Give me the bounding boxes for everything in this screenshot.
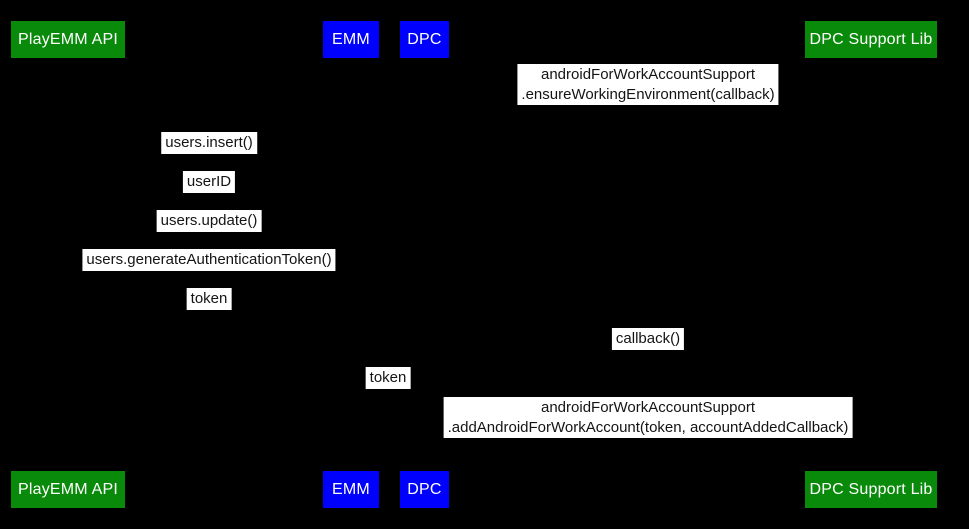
message-users-generate-authentication-token: users.generateAuthenticationToken() xyxy=(82,249,336,271)
actor-dpc-bottom: DPC xyxy=(400,471,449,508)
message-token-return: token xyxy=(186,288,232,310)
actor-playemm-api-bottom: PlayEMM API xyxy=(11,471,125,508)
message-callback: callback() xyxy=(611,328,685,350)
message-users-update: users.update() xyxy=(156,210,262,232)
actor-emm-bottom: EMM xyxy=(323,471,379,508)
message-add-android-for-work-account: androidForWorkAccountSupport .addAndroid… xyxy=(443,397,853,438)
message-token-forward: token xyxy=(365,367,411,389)
message-ensure-working-environment: androidForWorkAccountSupport .ensureWork… xyxy=(517,64,779,105)
actor-dpc-top: DPC xyxy=(400,21,449,58)
message-users-insert: users.insert() xyxy=(161,132,257,154)
actor-dpc-support-lib-bottom: DPC Support Lib xyxy=(805,471,937,508)
actor-playemm-api-top: PlayEMM API xyxy=(11,21,125,58)
actor-emm-top: EMM xyxy=(323,21,379,58)
message-user-id: userID xyxy=(182,171,236,193)
actor-dpc-support-lib-top: DPC Support Lib xyxy=(805,21,937,58)
